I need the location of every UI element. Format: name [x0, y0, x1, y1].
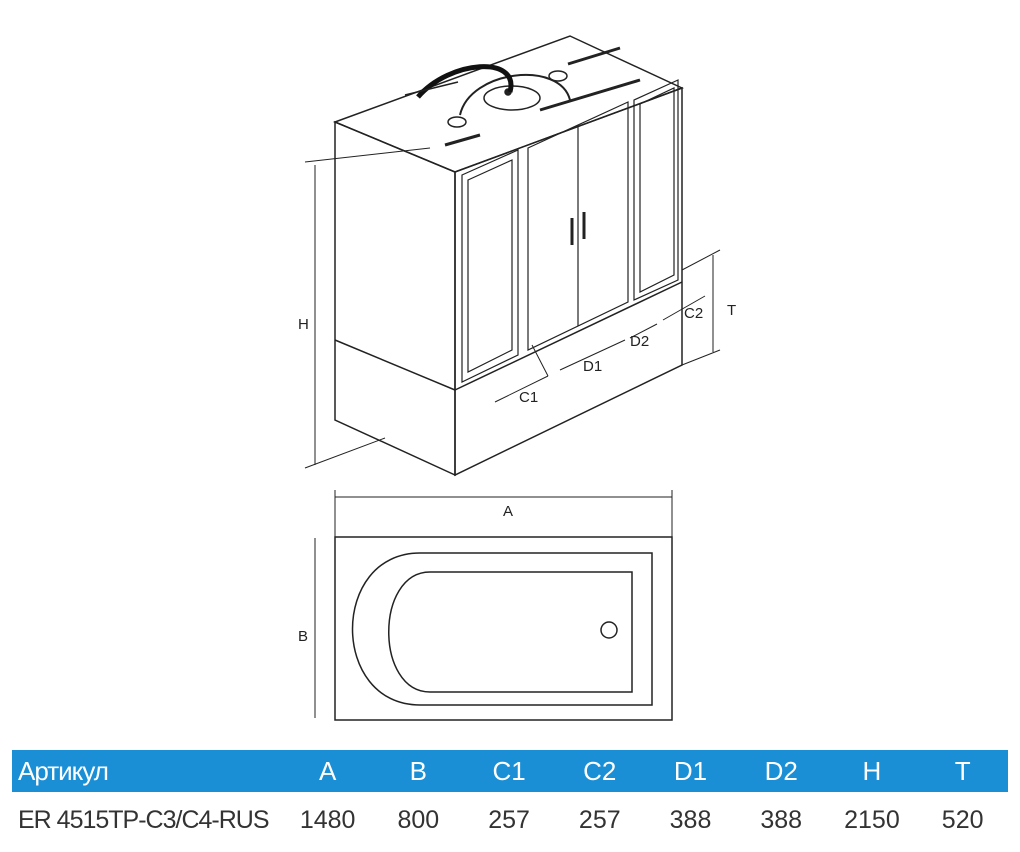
table-header: Артикул A B C1 C2 D1 D2 H T: [12, 750, 1008, 792]
label-d2: D2: [630, 333, 649, 350]
cell-d1: 388: [669, 805, 712, 834]
label-c2: C2: [684, 305, 703, 322]
cell-c2: 257: [578, 805, 621, 834]
cell-a: 1480: [299, 805, 356, 834]
header-h: H: [862, 755, 882, 786]
cell-h: 2150: [844, 805, 900, 834]
dimension-lines: [304, 147, 721, 718]
header-article: Артикул: [18, 755, 109, 786]
cell-t: 520: [941, 805, 984, 834]
label-b: B: [298, 628, 308, 645]
header-a: A: [318, 755, 337, 786]
roof-details: [404, 46, 641, 147]
label-t: T: [727, 302, 736, 319]
cell-b: 800: [397, 805, 440, 834]
bath-edge-side: [334, 339, 456, 391]
header-d2: D2: [764, 755, 798, 786]
cell-c1: 257: [488, 805, 530, 834]
cabin-3d-view: [332, 35, 684, 477]
bath-top-view: [334, 536, 673, 721]
label-a: A: [503, 503, 513, 520]
bath-edge-front: [454, 281, 683, 391]
cabin-doors: [461, 79, 679, 383]
label-h: H: [298, 316, 309, 333]
shower-cabin-diagram: H T C1 D1 D2 C2 A B: [298, 35, 736, 721]
header-c1: C1: [492, 755, 526, 786]
cabin-side: [334, 120, 456, 477]
header-b: B: [409, 755, 428, 786]
header-c2: C2: [583, 755, 617, 786]
specs-table: Артикул A B C1 C2 D1 D2 H T ER 4515TP-C3…: [12, 750, 1008, 848]
header-d1: D1: [673, 755, 708, 786]
drain-icon: [600, 621, 618, 639]
table-row: ER 4515TP-C3/C4-RUS 1480 800 257 257 388…: [12, 792, 1008, 848]
label-c1: C1: [519, 389, 538, 406]
header-t: T: [954, 755, 971, 786]
cell-article: ER 4515TP-C3/C4-RUS: [18, 805, 270, 834]
cabin-front: [454, 86, 683, 477]
cell-d2: 388: [760, 805, 803, 834]
label-d1: D1: [583, 358, 602, 375]
